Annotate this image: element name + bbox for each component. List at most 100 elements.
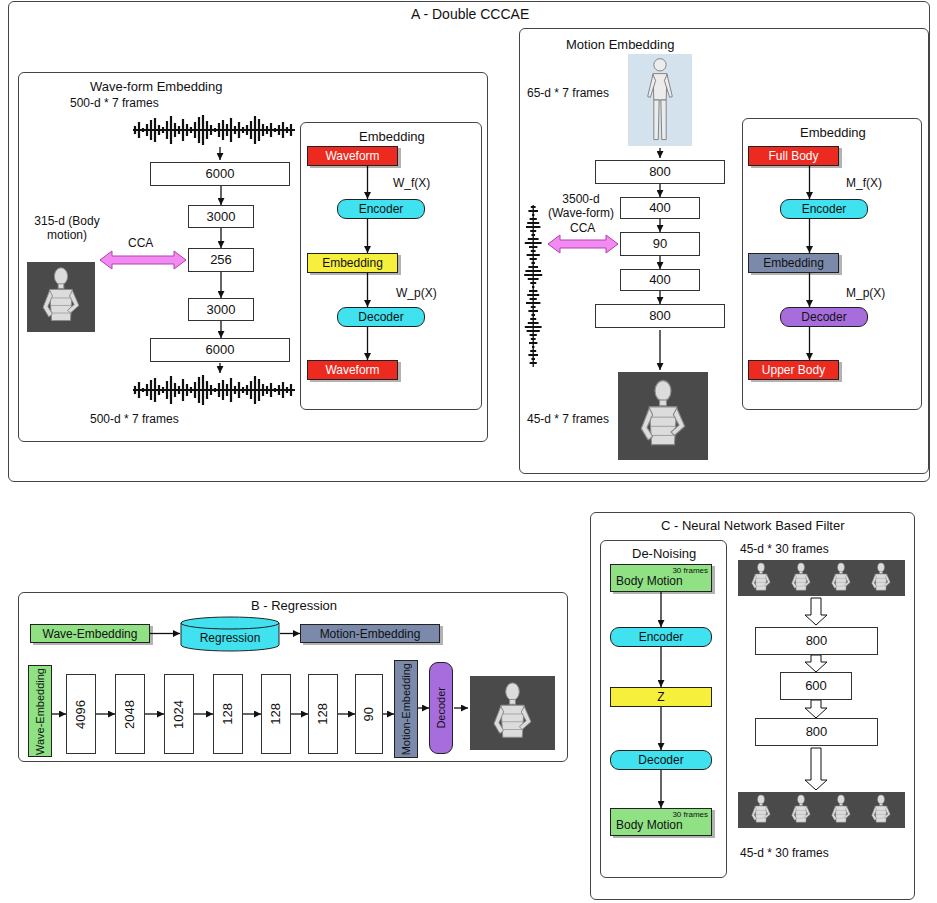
node-text: Body Motion xyxy=(616,574,683,588)
waveform-vertical xyxy=(524,205,542,367)
panel-title: C - Neural Network Based Filter xyxy=(661,518,845,533)
node-text: 2048 xyxy=(123,700,137,729)
layer-box: 3000 xyxy=(188,205,254,228)
node-text: Wave-Embedding xyxy=(43,627,138,641)
arrow-connector xyxy=(367,219,368,253)
layer-box: 128 xyxy=(308,674,338,754)
node-text: 90 xyxy=(653,237,667,251)
arrow-connector xyxy=(291,713,308,714)
annotation-label: CCA xyxy=(128,236,153,250)
arrow-connector xyxy=(660,770,661,808)
annotation-label: 65-d * 7 frames xyxy=(527,86,609,100)
node-text: 6000 xyxy=(206,343,235,357)
node-text: Body Motion xyxy=(616,818,683,832)
panel: B - RegressionWave-EmbeddingRegressionMo… xyxy=(18,592,568,762)
node-text: 6000 xyxy=(206,167,235,181)
arrow-connector xyxy=(809,273,810,307)
layer-box: 4096 xyxy=(66,674,96,754)
node-text: 128 xyxy=(316,703,330,725)
arrow-connector xyxy=(220,186,221,205)
node-text: Wave-Embedding xyxy=(33,668,47,755)
node-text: Decoder xyxy=(638,753,683,767)
module-box: Waveform xyxy=(307,146,398,166)
layer-box: 6000 xyxy=(150,338,290,362)
arrow-connector xyxy=(809,219,810,253)
node-text: 3000 xyxy=(207,303,236,317)
arrow-connector xyxy=(220,228,221,248)
layer-box: Motion-Embedding xyxy=(394,660,418,758)
frame-count: 30 frames xyxy=(672,810,708,819)
panel: Wave-form Embedding6000300025630006000Em… xyxy=(18,72,488,442)
layer-box: 90 xyxy=(355,674,383,754)
annotation-label: W_p(X) xyxy=(396,286,437,300)
layer-box: 2048 xyxy=(115,674,145,754)
arrow-connector xyxy=(52,713,66,714)
arrow-connector xyxy=(243,713,261,714)
robot-figure xyxy=(628,54,692,146)
module-box: Wave-Embedding xyxy=(30,624,150,643)
body-figure xyxy=(27,262,95,332)
node-text: Encoder xyxy=(802,202,847,216)
arrow-connector xyxy=(220,321,221,338)
panel: De-NoisingBody Motion30 framesEncoderZDe… xyxy=(600,540,727,878)
layer-box: 800 xyxy=(755,627,878,655)
node-text: Full Body xyxy=(768,149,818,163)
annotation-label: 45-d * 30 frames xyxy=(740,542,829,556)
arrow-connector xyxy=(367,327,368,360)
node-text: Waveform xyxy=(325,149,379,163)
node-text: Waveform xyxy=(325,363,379,377)
annotation-label: CCA xyxy=(570,221,595,235)
module-box: Encoder xyxy=(610,627,712,647)
layer-box: Wave-Embedding xyxy=(28,665,52,757)
node-text: 128 xyxy=(221,703,235,725)
module-box: Z xyxy=(610,687,712,707)
arrow-connector xyxy=(367,166,368,199)
arrow-connector xyxy=(659,184,660,197)
body-figure xyxy=(470,676,555,750)
node-text: Embedding xyxy=(322,256,383,270)
node-text: 800 xyxy=(649,309,671,323)
cca-arrow xyxy=(100,251,186,269)
body-figure xyxy=(618,372,708,460)
arrow-connector xyxy=(96,713,115,714)
module-box: Body Motion30 frames xyxy=(610,808,712,836)
annotation-label: M_p(X) xyxy=(846,286,885,300)
panel-title: Embedding xyxy=(359,129,425,144)
arrow-connector xyxy=(659,219,660,232)
node-text: 400 xyxy=(649,273,671,287)
arrow-connector xyxy=(367,273,368,307)
arrow-connector xyxy=(418,707,429,708)
arrow-connector xyxy=(338,713,355,714)
node-text: 800 xyxy=(806,725,828,739)
module-box: Upper Body xyxy=(748,360,839,380)
layer-box: 6000 xyxy=(150,162,290,186)
annotation-label: W_f(X) xyxy=(393,176,430,190)
node-text: 600 xyxy=(805,679,827,693)
arrow-connector xyxy=(660,592,661,627)
layer-box: 400 xyxy=(620,197,700,219)
arrow-connector xyxy=(220,272,221,298)
arrow-connector xyxy=(194,713,213,714)
frame-count: 30 frames xyxy=(672,566,708,575)
body-figure-strip xyxy=(738,560,905,596)
node-text: Decoder xyxy=(434,687,448,729)
node-text: 3000 xyxy=(207,210,236,224)
node-text: Encoder xyxy=(639,630,684,644)
arrow-connector xyxy=(660,647,661,687)
panel-title: B - Regression xyxy=(251,598,337,613)
arrow-connector xyxy=(659,256,660,269)
layer-box: Decoder xyxy=(429,662,453,754)
node-text: Decoder xyxy=(358,310,403,324)
node-text: Encoder xyxy=(359,202,404,216)
layer-box: 600 xyxy=(780,672,852,700)
annotation-label: 3500-d (Wave-form) xyxy=(545,192,617,220)
panel: EmbeddingFull BodyEncoderEmbeddingDecode… xyxy=(742,118,922,410)
node-text: 256 xyxy=(210,253,232,267)
flow-arrows xyxy=(220,147,660,708)
module-box: Body Motion30 frames xyxy=(610,564,712,592)
panel: C - Neural Network Based FilterDe-Noisin… xyxy=(590,512,915,900)
layer-box: 3000 xyxy=(188,298,254,321)
